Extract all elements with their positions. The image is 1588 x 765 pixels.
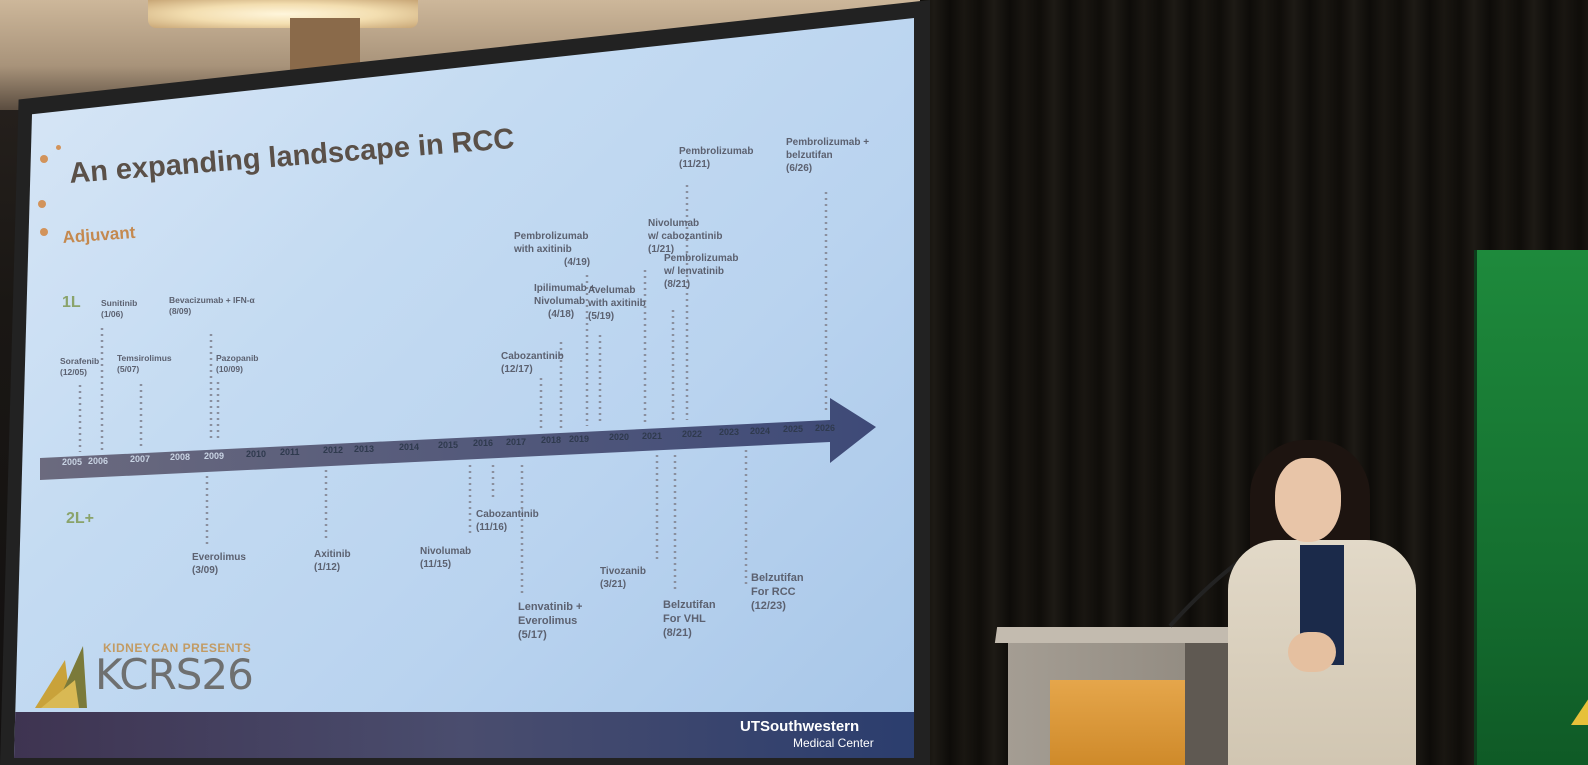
- speaker-face: [1275, 458, 1341, 542]
- year-label: 2020: [609, 432, 630, 443]
- drug-nivolumab-2l: Nivolumab(11/15): [420, 546, 472, 570]
- podium-panel: [1050, 680, 1185, 765]
- year-label: 2012: [323, 445, 344, 456]
- timeline-arrow: [40, 185, 876, 595]
- drug-cabozantinib-2l: Cabozantinib(11/16): [476, 509, 539, 533]
- year-label: 2013: [354, 443, 375, 454]
- year-label: 2014: [399, 441, 420, 452]
- logo-presenter: KIDNEYCAN PRESENTS: [103, 641, 252, 655]
- ceiling-light: [148, 0, 418, 28]
- green-banner: [1474, 250, 1588, 765]
- year-label: 2023: [719, 427, 740, 438]
- year-label: 2021: [642, 430, 663, 441]
- kcrs-logo-icon: [35, 646, 87, 708]
- year-label: 2019: [569, 433, 590, 444]
- row-label-2l: 2L+: [66, 510, 95, 527]
- year-label: 2025: [783, 424, 804, 435]
- slide: An expanding landscape in RCC Adjuvant 1…: [14, 18, 914, 758]
- drug-temsirolimus: Temsirolimus(5/07): [117, 353, 172, 374]
- year-label: 2017: [506, 436, 527, 447]
- drug-ipilimumab-nivolumab: Ipilimumab +Nivolumab(4/18): [534, 283, 596, 320]
- slide-footer: [14, 712, 914, 758]
- year-label: 2007: [130, 453, 151, 464]
- year-label: 2026: [815, 422, 836, 433]
- year-label: 2015: [438, 439, 459, 450]
- year-label: 2016: [473, 438, 494, 449]
- year-label: 2008: [170, 452, 191, 463]
- drug-pembrolizumab-adjuvant: Pembrolizumab(11/21): [679, 146, 754, 170]
- year-label: 2009: [204, 450, 225, 461]
- year-label: 2006: [88, 455, 109, 466]
- drug-bevacizumab: Bevacizumab + IFN-α(8/09): [169, 295, 255, 316]
- drug-pembrolizumab-belzutifan: Pembrolizumab +belzutifan(6/26): [786, 137, 870, 174]
- kcrs-logo-text: KCRS26: [95, 650, 254, 699]
- drug-everolimus: Everolimus(3/09): [192, 552, 246, 576]
- drug-tivozanib: Tivozanib(3/21): [600, 566, 646, 590]
- year-label: 2022: [682, 428, 703, 439]
- year-label: 2024: [750, 425, 771, 436]
- speaker-hands: [1288, 632, 1336, 672]
- drug-lenvatinib-everolimus: Lenvatinib +Everolimus(5/17): [518, 601, 583, 641]
- drug-pazopanib: Pazopanib(10/09): [216, 353, 259, 374]
- institution-subtitle: Medical Center: [793, 736, 874, 750]
- row-label-1l: 1L: [62, 294, 81, 311]
- year-label: 2011: [280, 447, 300, 458]
- drug-cabozantinib-1l: Cabozantinib(12/17): [501, 351, 564, 375]
- year-label: 2010: [246, 448, 267, 459]
- drug-sorafenib: Sorafenib(12/05): [60, 356, 100, 377]
- drug-sunitinib: Sunitinib(1/06): [101, 298, 138, 319]
- drug-axitinib: Axitinib(1/12): [314, 549, 351, 573]
- year-label: 2018: [541, 435, 562, 446]
- institution-name: UTSouthwestern: [740, 718, 860, 735]
- projector-screen: An expanding landscape in RCC Adjuvant 1…: [14, 18, 914, 758]
- year-label: 2005: [62, 457, 83, 467]
- banner-accent: [1571, 695, 1588, 725]
